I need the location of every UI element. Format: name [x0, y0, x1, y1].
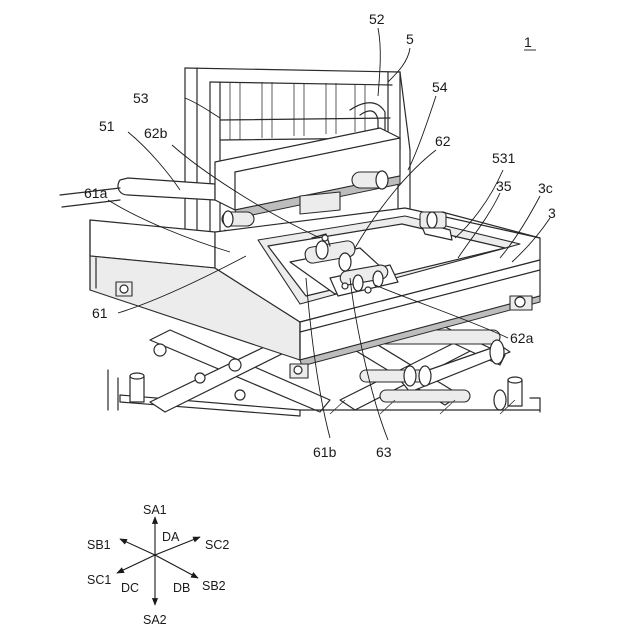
axis-label-sa1: SA1: [143, 503, 167, 517]
axis-label-sb1: SB1: [87, 538, 111, 552]
axis-label-sc2: SC2: [205, 538, 229, 552]
direction-axes: SA1 DA SB1 SC2 SC1 DC DB SB2 SA2: [87, 503, 229, 627]
label-61b: 61b: [313, 444, 337, 460]
label-52: 52: [369, 11, 385, 27]
label-63: 63: [376, 444, 392, 460]
axis-arrow-sb1: [120, 539, 155, 555]
label-53: 53: [133, 90, 149, 106]
axis-label-sb2: SB2: [202, 579, 226, 593]
label-61a: 61a: [84, 185, 108, 201]
label-51: 51: [99, 118, 115, 134]
axis-label-da: DA: [162, 530, 180, 544]
axis-label-dc: DC: [121, 581, 139, 595]
label-62b: 62b: [144, 125, 168, 141]
label-35: 35: [496, 178, 512, 194]
label-3: 3: [548, 205, 556, 221]
label-62: 62: [435, 133, 451, 149]
label-54: 54: [432, 79, 448, 95]
axis-arrow-sb2: [155, 555, 198, 578]
label-3c: 3c: [538, 180, 553, 196]
label-62a: 62a: [510, 330, 534, 346]
label-5: 5: [406, 31, 414, 47]
figure-number: 1: [524, 34, 532, 50]
axis-label-sc1: SC1: [87, 573, 111, 587]
label-61: 61: [92, 305, 108, 321]
axis-arrow-sc1: [117, 555, 155, 573]
axis-label-db: DB: [173, 581, 190, 595]
axis-label-sa2: SA2: [143, 613, 167, 627]
label-531: 531: [492, 150, 516, 166]
